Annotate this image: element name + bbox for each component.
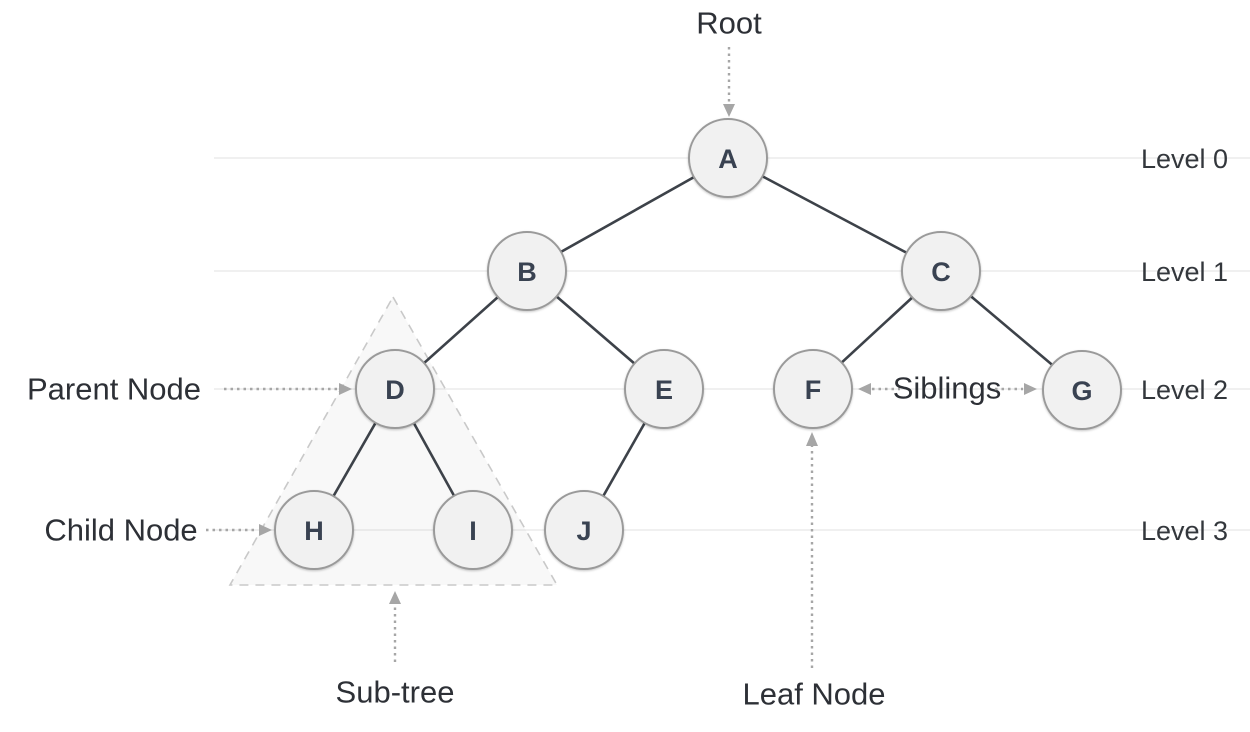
- node-h-label: H: [304, 516, 324, 546]
- tree-node-h: H: [274, 490, 354, 570]
- node-e-circle: [624, 349, 704, 429]
- level-label-1: Level 1: [1141, 257, 1228, 287]
- node-d-label: D: [385, 375, 405, 405]
- tree-node-b: B: [487, 231, 567, 311]
- node-a-circle: [688, 118, 768, 198]
- node-j-circle: [544, 490, 624, 570]
- tree-node-d: D: [355, 349, 435, 429]
- tree-node-j: J: [544, 490, 624, 570]
- node-f-circle: [773, 349, 853, 429]
- siblings-left-arrowhead-icon: [858, 383, 871, 395]
- tree-node-a: A: [688, 118, 768, 198]
- node-h-circle: [274, 490, 354, 570]
- node-e-label: E: [655, 375, 673, 405]
- tree-node-i: I: [433, 490, 513, 570]
- siblings-label: Siblings: [893, 371, 1002, 406]
- root-label: Root: [696, 6, 762, 41]
- root-arrowhead-icon: [723, 104, 735, 117]
- parent-node-label: Parent Node: [27, 372, 201, 407]
- leaf-node-label: Leaf Node: [742, 677, 885, 712]
- node-c-label: C: [931, 257, 951, 287]
- edge-a-c: [727, 156, 942, 273]
- subtree-arrowhead-icon: [389, 591, 401, 604]
- child-node-label: Child Node: [44, 513, 197, 548]
- node-f-label: F: [805, 375, 822, 405]
- parent-node-arrowhead-icon: [339, 383, 352, 395]
- node-i-circle: [433, 490, 513, 570]
- level-label-3: Level 3: [1141, 516, 1228, 546]
- tree-node-f: F: [773, 349, 853, 429]
- node-c-circle: [901, 231, 981, 311]
- tree-node-e: E: [624, 349, 704, 429]
- leaf-node-arrowhead-icon: [806, 432, 818, 446]
- child-node-arrowhead-icon: [259, 524, 272, 536]
- node-d-circle: [355, 349, 435, 429]
- node-a-label: A: [718, 144, 738, 174]
- level-label-0: Level 0: [1141, 144, 1228, 174]
- tree-node-g: G: [1042, 350, 1122, 430]
- node-g-label: G: [1071, 376, 1092, 406]
- node-i-label: I: [469, 516, 477, 546]
- node-b-label: B: [517, 257, 537, 287]
- subtree-label: Sub-tree: [336, 675, 455, 710]
- siblings-right-arrowhead-icon: [1024, 383, 1037, 395]
- node-g-circle: [1042, 350, 1122, 430]
- node-b-circle: [487, 231, 567, 311]
- level-label-2: Level 2: [1141, 375, 1228, 405]
- tree-node-c: C: [901, 231, 981, 311]
- node-j-label: J: [576, 516, 591, 546]
